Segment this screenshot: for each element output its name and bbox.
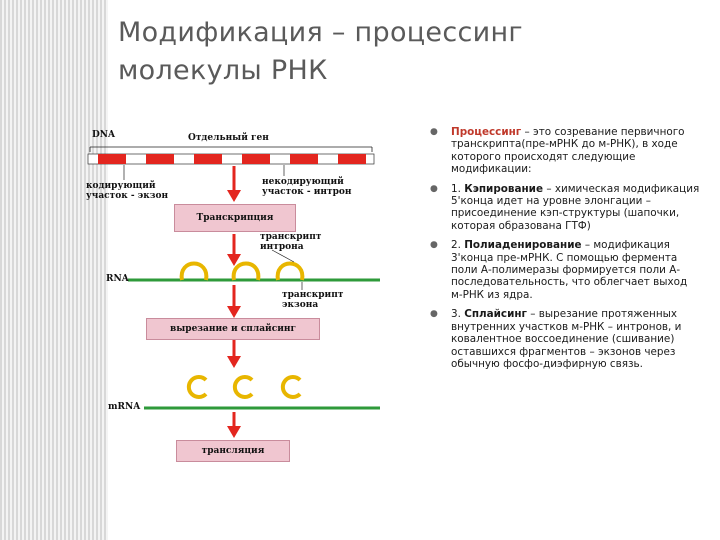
arrow-down-icon: [227, 338, 241, 368]
rna-strand: [128, 261, 380, 282]
bullet-term: Процессинг: [451, 126, 522, 138]
bullet-prefix: 2.: [451, 239, 465, 252]
bullet-term: Полиаденирование: [464, 239, 582, 252]
slide-title: Модификация – процессинг молекулы РНК: [118, 14, 698, 90]
label-intron-transcript: транскрипт интрона: [260, 232, 322, 252]
bullet-list: ● Процессинг – это созревание первичного…: [428, 126, 700, 377]
exon-block: [194, 154, 222, 164]
intron-transcript-pointer: [271, 249, 295, 263]
title-line-2: молекулы РНК: [118, 55, 328, 86]
excised-introns: [186, 375, 302, 399]
bullet-text: – вырезание протяженных внутренних участ…: [451, 308, 682, 370]
bullet-dot-icon: ●: [430, 309, 438, 320]
bullet-term: Сплайсинг: [464, 308, 527, 321]
bullet-text: – модификация 3'конца пре-мРНК. С помощь…: [451, 239, 688, 301]
exon-block: [290, 154, 318, 164]
bullet-dot-icon: ●: [430, 127, 438, 137]
bullet-dot-icon: ●: [430, 240, 438, 251]
transcription-box: Транскрипция: [174, 204, 296, 232]
label-mrna: mRNA: [108, 402, 141, 412]
arrow-down-icon: [227, 412, 241, 438]
title-line-1: Модификация – процессинг: [118, 17, 523, 48]
exon-block: [146, 154, 174, 164]
bullet-prefix: 1.: [451, 182, 465, 195]
bullet-term: Кэпирование: [464, 182, 544, 195]
exon-block: [242, 154, 270, 164]
label-dna: DNA: [92, 130, 116, 140]
label-noncoding-intron: некодирующий участок - интрон: [262, 177, 352, 197]
dna-bar: [87, 153, 375, 165]
bullet-item: ● Процессинг – это созревание первичного…: [428, 126, 700, 176]
bullet-prefix: 3.: [451, 308, 465, 321]
gene-bracket: [89, 146, 373, 152]
arrow-down-icon: [227, 166, 241, 202]
exon-block: [338, 154, 366, 164]
bullet-text: – это созревание первичного транскрипта(…: [451, 126, 685, 176]
bullet-item: ● 1. Кэпирование – химическая модификаци…: [428, 183, 700, 233]
arrow-down-icon: [227, 285, 241, 318]
rna-processing-diagram: DNA Отдельный ген кодирующий участок - э…: [84, 122, 404, 482]
translation-box: трансляция: [176, 440, 290, 462]
cut-splice-box: вырезание и сплайсинг: [146, 318, 320, 340]
bullet-item: ● 3. Сплайсинг – вырезание протяженных в…: [428, 308, 700, 370]
label-coding-exon: кодирующий участок - экзон: [86, 181, 169, 201]
bullet-dot-icon: ●: [430, 183, 438, 194]
label-exon-transcript: транскрипт экзона: [282, 290, 344, 310]
bullet-item: ● 2. Полиаденирование – модификация 3'ко…: [428, 239, 700, 301]
label-gene: Отдельный ген: [188, 133, 269, 143]
arrow-down-icon: [227, 234, 241, 266]
label-rna: RNA: [106, 274, 129, 284]
exon-block: [98, 154, 126, 164]
bullet-text: – химическая модификация 5'конца идет на…: [451, 182, 700, 232]
decorative-stripe: [0, 0, 108, 540]
diagram-graphics: [87, 146, 380, 438]
